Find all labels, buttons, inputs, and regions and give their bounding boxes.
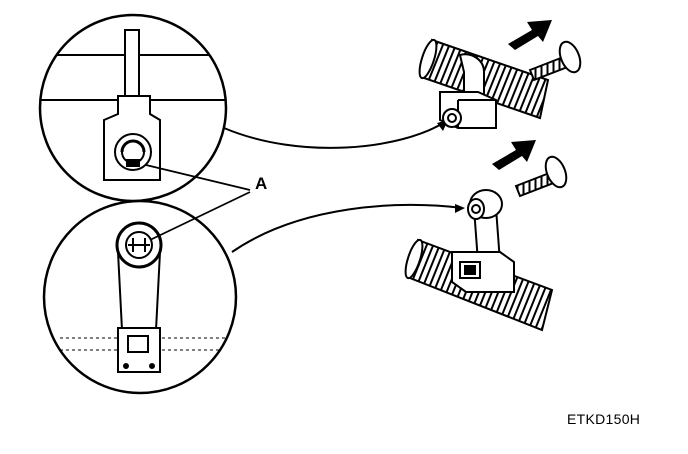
lower-push-arrow	[492, 140, 536, 170]
connector-arrowheads	[437, 120, 465, 213]
connector-lines	[223, 121, 463, 253]
callout-label-a: A	[255, 174, 268, 193]
upper-screw	[528, 40, 582, 82]
lower-screw	[514, 155, 568, 198]
figure-code: ETKD150H	[567, 411, 641, 427]
upper-harness-assembly	[418, 38, 550, 129]
upper-push-arrow	[508, 20, 552, 50]
lower-harness-assembly	[404, 189, 554, 332]
label-a-leaders	[145, 164, 251, 241]
top-detail-circle	[38, 13, 228, 203]
bottom-detail-circle	[42, 199, 238, 395]
